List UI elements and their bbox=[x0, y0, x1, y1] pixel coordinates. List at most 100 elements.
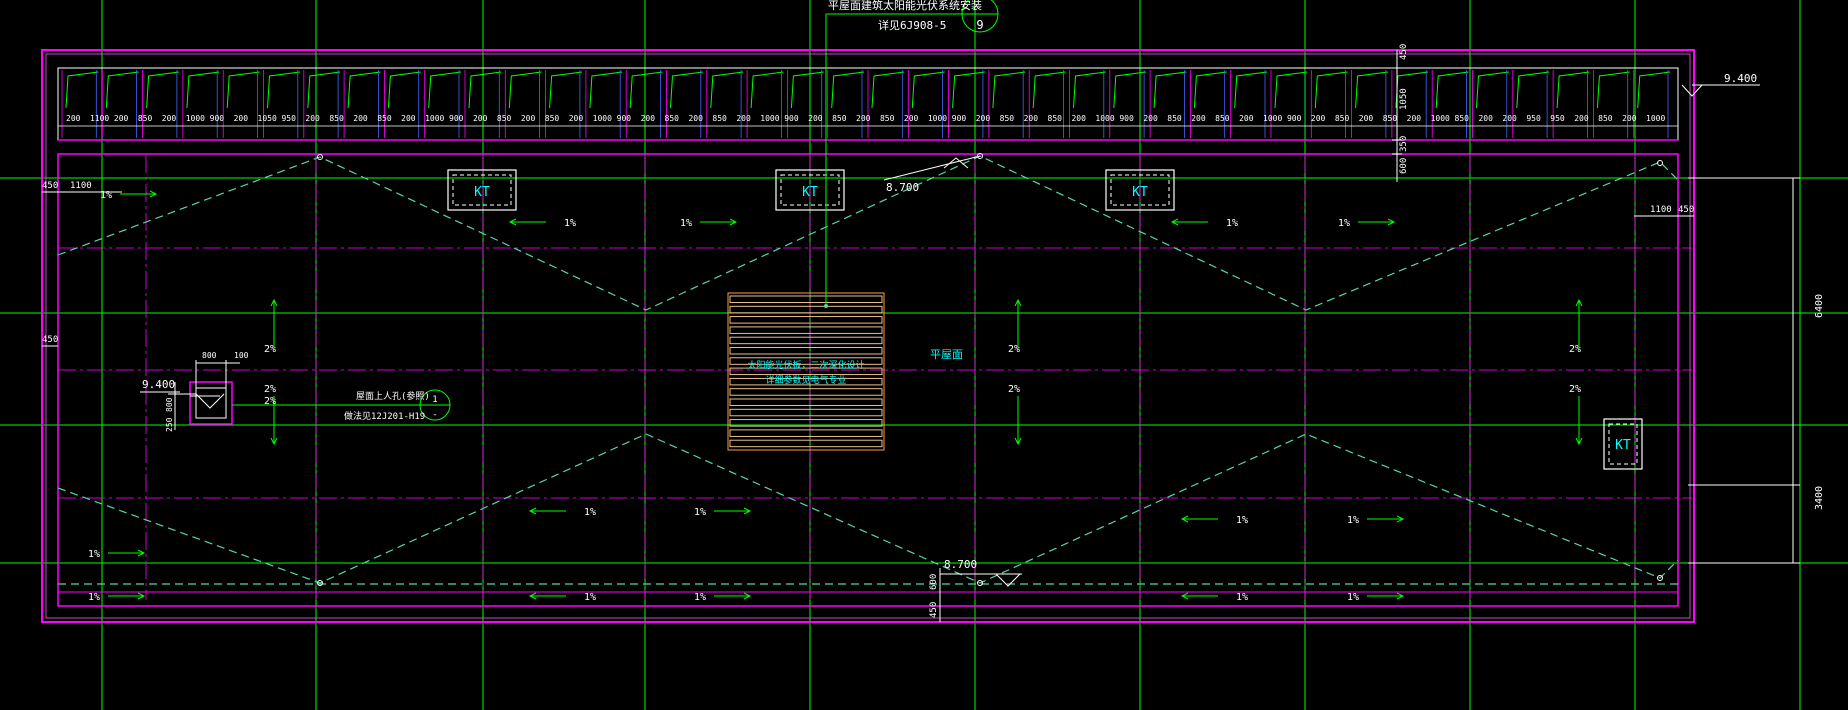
parapet-frame bbox=[41, 49, 1695, 623]
elevation-marker-top-right bbox=[1681, 84, 1760, 97]
strip-dimension: 900 bbox=[1287, 114, 1302, 123]
axis-lines bbox=[58, 155, 1692, 600]
hatch-note-index-sub: - bbox=[432, 410, 437, 420]
hatch-note-line2: 做法见12J201-H19 bbox=[344, 410, 425, 422]
hatch-note-line1: 屋面上人孔(参照) bbox=[356, 390, 430, 402]
leader-dot bbox=[824, 304, 828, 308]
strip-dimension: 1000 bbox=[1431, 114, 1450, 123]
strip-dimension: 200 bbox=[114, 114, 129, 123]
dim-top-2: 1050 bbox=[1399, 88, 1409, 110]
ac-unit: KT bbox=[775, 169, 845, 211]
elevation-ridge-top: 8.700 bbox=[886, 181, 919, 194]
solar-panel-row bbox=[729, 305, 883, 314]
slope-label: 2% bbox=[264, 344, 276, 355]
slope-label: 2% bbox=[1008, 384, 1020, 395]
slope-indicators: 1%1%1%1%1%1%1%1%1%1%1%1%1%1%1%2%2%2%2%2%… bbox=[88, 190, 1583, 603]
strip-dimension: 200 bbox=[305, 114, 320, 123]
strip-dimension: 200 bbox=[1191, 114, 1206, 123]
title-note-line2: 详见6J908-5 bbox=[878, 18, 946, 32]
elevation-marker-ridge-top bbox=[883, 155, 981, 181]
dim-bottom-2: 450 bbox=[929, 602, 939, 618]
solar-panel-row bbox=[729, 295, 883, 303]
dim-right-upper: 6400 bbox=[1814, 294, 1825, 318]
strip-dimension: 900 bbox=[952, 114, 967, 123]
strip-dimension: 200 bbox=[808, 114, 823, 123]
strip-dimension: 950 bbox=[1550, 114, 1565, 123]
strip-dimension: 850 bbox=[545, 114, 560, 123]
slope-label: 2% bbox=[264, 384, 276, 395]
strip-dimension: 200 bbox=[856, 114, 871, 123]
ac-unit-label: KT bbox=[1615, 438, 1631, 453]
strip-dimension: 1000 bbox=[1646, 114, 1665, 123]
ac-unit-label: KT bbox=[1132, 185, 1148, 200]
solar-panel-row bbox=[729, 429, 883, 437]
strip-dimension: 950 bbox=[1526, 114, 1541, 123]
strip-dimension: 950 bbox=[281, 114, 296, 123]
strip-dimension: 850 bbox=[1167, 114, 1182, 123]
strip-dimension: 200 bbox=[976, 114, 991, 123]
strip-dimension: 200 bbox=[1143, 114, 1158, 123]
slope-label: 1% bbox=[1236, 515, 1248, 526]
strip-dimension: 900 bbox=[617, 114, 632, 123]
slope-label: 1% bbox=[88, 549, 100, 560]
dim-hatch-w2: 100 bbox=[234, 351, 249, 360]
strip-dimension: 200 bbox=[1239, 114, 1254, 123]
strip-dimension: 200 bbox=[66, 114, 81, 123]
title-leader bbox=[825, 0, 999, 306]
panel-note-line2: 详细参数见电气专业 bbox=[765, 374, 846, 386]
dim-left-450-top: 450 bbox=[42, 181, 58, 191]
solar-panel-row bbox=[729, 439, 883, 448]
strip-dimension: 200 bbox=[569, 114, 584, 123]
solar-panel-row bbox=[729, 347, 883, 355]
strip-dimension: 1050 bbox=[258, 114, 277, 123]
dim-right-1100: 1100 bbox=[1650, 205, 1672, 215]
dim-hatch-h2: 250 bbox=[165, 417, 174, 432]
strip-dimension: 200 bbox=[1359, 114, 1374, 123]
solar-panel-row bbox=[729, 388, 883, 396]
strip-dimension: 850 bbox=[1598, 114, 1613, 123]
solar-panel-row bbox=[729, 316, 883, 324]
strip-dimension: 850 bbox=[138, 114, 153, 123]
dim-top-1: 450 bbox=[1399, 44, 1409, 60]
elevation-ridge-bottom: 8.700 bbox=[944, 558, 977, 571]
strip-dimension: 850 bbox=[712, 114, 727, 123]
strip-dimension: 1000 bbox=[1263, 114, 1282, 123]
ac-unit-label: KT bbox=[474, 185, 490, 200]
strip-dimension: 200 bbox=[688, 114, 703, 123]
ac-unit-label: KT bbox=[802, 185, 818, 200]
strip-dimension: 850 bbox=[377, 114, 392, 123]
strip-dimension: 200 bbox=[1311, 114, 1326, 123]
slope-label: 1% bbox=[1338, 218, 1350, 229]
slope-label: 1% bbox=[1347, 515, 1359, 526]
solar-panel-row bbox=[729, 326, 883, 334]
slope-label: 1% bbox=[1236, 592, 1248, 603]
dim-left-1100: 1100 bbox=[70, 181, 92, 191]
slope-label: 1% bbox=[584, 592, 596, 603]
dim-top-3: 350 bbox=[1399, 136, 1409, 152]
slope-label: 2% bbox=[264, 396, 276, 407]
solar-panel-row bbox=[729, 408, 883, 417]
title-note-index: 9 bbox=[976, 18, 983, 32]
strip-dimension: 850 bbox=[1215, 114, 1230, 123]
strip-dimension: 850 bbox=[1048, 114, 1063, 123]
strip-dimension: 200 bbox=[401, 114, 416, 123]
slope-label: 1% bbox=[694, 507, 706, 518]
strip-dimension: 200 bbox=[162, 114, 177, 123]
elevation-marker-ridge-bottom bbox=[940, 573, 1022, 587]
strip-dimension: 200 bbox=[353, 114, 368, 123]
solar-panel-row bbox=[729, 419, 883, 427]
strip-dimension: 900 bbox=[784, 114, 799, 123]
strip-dimension: 200 bbox=[641, 114, 656, 123]
panel-note-line1: 太阳能光伏板，二次深化设计 bbox=[747, 359, 864, 371]
strip-dimension: 200 bbox=[234, 114, 249, 123]
strip-dimension: 200 bbox=[473, 114, 488, 123]
dim-top-4: 600 bbox=[1399, 158, 1409, 174]
elevation-top-right: 9.400 bbox=[1724, 72, 1757, 85]
strip-dimension: 200 bbox=[1478, 114, 1493, 123]
solar-panel-row bbox=[729, 398, 883, 406]
solar-panel-row bbox=[729, 377, 883, 386]
dim-hatch-w1: 800 bbox=[202, 351, 217, 360]
